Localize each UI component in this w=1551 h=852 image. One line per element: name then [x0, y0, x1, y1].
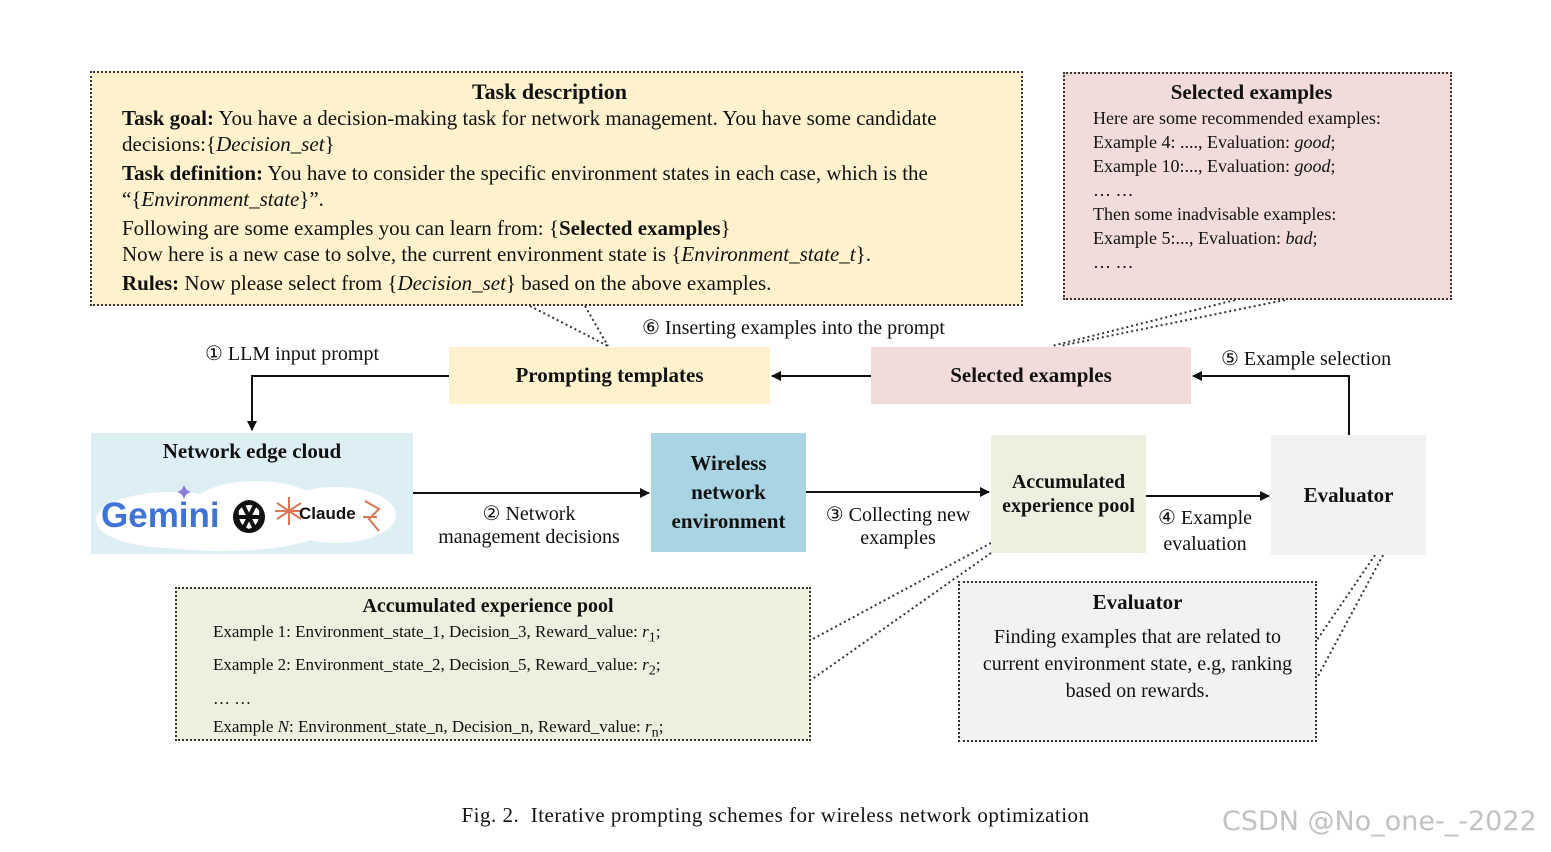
selected-ex10-text: Example 10:..., Evaluation:: [1093, 156, 1295, 176]
experience-pool-title: Accumulated experience pool: [362, 595, 614, 617]
experience-pool-box: Accumulated experience pool Example 1: E…: [175, 587, 811, 741]
task-now-text: Now here is a new case to solve, the cur…: [122, 242, 682, 266]
pool-ex1-r: r: [642, 622, 649, 641]
task-now-end: }.: [855, 242, 871, 266]
label-step5: ⑤ Example selection: [1221, 348, 1392, 370]
evaluator-box-text: Finding examples that are related to cur…: [982, 626, 1293, 702]
selected-examples-title: Selected examples: [1170, 80, 1333, 104]
task-following-bold: Selected examples: [558, 216, 721, 240]
task-definition-label: Task definition:: [122, 161, 264, 185]
label-step3: ③ Collecting new examples: [808, 504, 988, 550]
selected-ex4-text: Example 4: ...., Evaluation:: [1093, 132, 1295, 152]
label-step6: ⑥ Inserting examples into the prompt: [642, 317, 945, 339]
task-goal: Task goal: You have a decision-making ta…: [122, 105, 1007, 157]
label-step3-line2: examples: [860, 527, 936, 549]
task-description-title: Task description: [471, 79, 628, 104]
callout-line-task: [529, 305, 609, 347]
task-rules-end: } based on the above examples.: [505, 271, 772, 295]
openai-logo-icon: [233, 500, 265, 533]
evaluator-node: Evaluator: [1271, 435, 1426, 555]
pool-example-n: Example N: Environment_state_n, Decision…: [213, 716, 664, 741]
pool-ex2-text: Example 2: Environment_state_2, Decision…: [213, 655, 643, 675]
figure-caption: Fig. 2. Iterative prompting schemes for …: [461, 803, 1090, 827]
claude-sparkle-icon: [275, 497, 303, 525]
task-goal-var: Decision_set: [216, 132, 325, 156]
gemini-logo: Gemini: [101, 496, 220, 535]
pool-exn-pre: Example: [213, 716, 278, 736]
selected-ex5: Example 5:..., Evaluation: bad;: [1093, 228, 1318, 248]
pool-example-1: Example 1: Environment_state_1, Decision…: [213, 622, 661, 646]
task-following-end: }: [720, 216, 731, 240]
task-rules-text: Now please select from {: [179, 271, 398, 295]
task-goal-text: You have a decision-making task for netw…: [122, 106, 937, 156]
pool-ex2-r: r: [642, 655, 649, 675]
selected-examples-box: Selected examples Here are some recommen…: [1063, 72, 1452, 300]
task-goal-end: }: [324, 132, 335, 156]
task-following-text: Following are some examples you can lear…: [122, 216, 559, 240]
prompting-templates-node: Prompting templates: [449, 347, 770, 404]
pool-ex1-text: Example 1: Environment_state_1, Decision…: [213, 622, 643, 641]
selected-ellipsis: … …: [1093, 180, 1134, 200]
task-definition-var: Environment_state: [141, 187, 300, 211]
label-step4-line2: evaluation: [1163, 533, 1247, 555]
network-edge-cloud-node: Network edge cloud Gemini Claude: [91, 433, 413, 554]
selected-ex5-text: Example 5:..., Evaluation:: [1093, 228, 1286, 248]
label-step1: ① LLM input prompt: [205, 343, 380, 365]
pool-exn-r: r: [645, 716, 652, 736]
pool-example-2: Example 2: Environment_state_2, Decision…: [213, 655, 661, 679]
arrow-step1: [247, 375, 449, 431]
label-step2-line2: management decisions: [438, 526, 620, 548]
selected-ex10-eval: good: [1294, 156, 1331, 176]
selected-ellipsis-2: … …: [1093, 252, 1134, 272]
task-rules: Rules: Now please select from {Decision_…: [122, 270, 1007, 296]
watermark: CSDN @No_one-_-2022: [1222, 806, 1537, 837]
task-now-var: Environment_state_t: [681, 242, 856, 266]
llm-logos-cloud: Gemini Claude: [96, 481, 396, 551]
task-now: Now here is a new case to solve, the cur…: [122, 241, 1007, 267]
wireless-network-environment-node: Wireless network environment: [651, 433, 806, 552]
label-step3-line1: ③ Collecting new: [825, 504, 971, 526]
task-definition-text: You have to consider the specific enviro…: [122, 161, 928, 211]
pool-ellipsis: … …: [213, 688, 252, 708]
task-definition: Task definition: You have to consider th…: [122, 160, 1007, 212]
task-description-box: Task description Task goal: You have a d…: [90, 71, 1023, 306]
label-step2-line1: ② Network: [482, 503, 576, 525]
evaluator-box-title: Evaluator: [1092, 590, 1183, 614]
selected-then: Then some inadvisable examples:: [1093, 204, 1337, 224]
selected-ex5-eval: bad: [1285, 228, 1313, 248]
selected-intro: Here are some recommended examples:: [1093, 108, 1381, 128]
claude-deco-icon: [363, 500, 381, 532]
task-definition-end: }”.: [299, 187, 324, 211]
arrow-step5: [1192, 371, 1350, 435]
pool-exn-sub: n: [651, 724, 659, 741]
network-edge-cloud-title: Network edge cloud: [162, 439, 342, 463]
label-step4-line1: ④ Example: [1157, 507, 1252, 529]
label-step4: ④ Example evaluation: [1143, 505, 1267, 557]
evaluator-box: Evaluator Finding examples that are rela…: [958, 581, 1317, 742]
label-step2: ② Network management decisions: [418, 503, 640, 549]
task-rules-label: Rules:: [122, 271, 180, 295]
pool-ex1-sub: 1: [648, 629, 656, 646]
callout-line-selected: [1051, 299, 1286, 347]
gemini-sparkle-icon: [177, 485, 191, 499]
selected-ex4: Example 4: ...., Evaluation: good;: [1093, 132, 1336, 152]
task-following: Following are some examples you can lear…: [122, 215, 1007, 241]
selected-examples-node: Selected examples: [871, 347, 1191, 404]
selected-ex10: Example 10:..., Evaluation: good;: [1093, 156, 1336, 176]
callout-line-evaluator: [1316, 554, 1384, 679]
pool-ex2-sub: 2: [648, 662, 656, 679]
accumulated-experience-pool-node: Accumulated experience pool: [991, 435, 1146, 553]
task-rules-var: Decision_set: [397, 271, 506, 295]
selected-ex4-eval: good: [1294, 132, 1331, 152]
claude-logo: Claude: [299, 504, 356, 523]
pool-exn-var: N: [277, 716, 290, 736]
pool-exn-text: : Environment_state_n, Decision_n, Rewar…: [289, 716, 645, 736]
task-goal-label: Task goal:: [122, 106, 215, 130]
callout-line-pool: [810, 542, 992, 681]
